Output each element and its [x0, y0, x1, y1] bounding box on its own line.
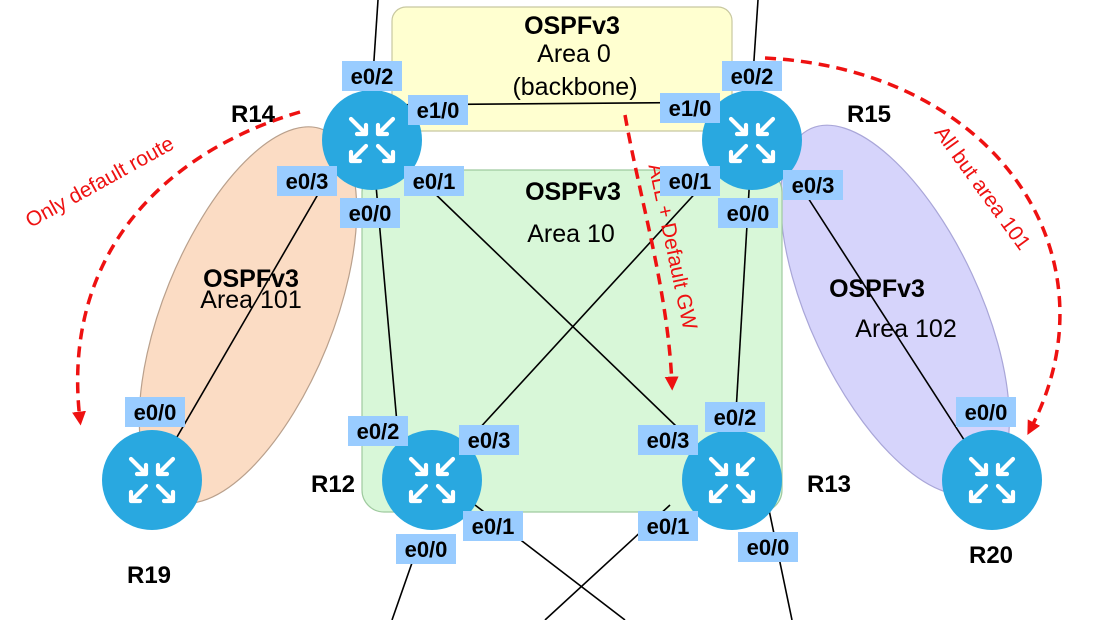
- router-r15[interactable]: [702, 90, 802, 190]
- arrow-only-default: [72, 110, 301, 426]
- svg-text:e0/1: e0/1: [669, 169, 712, 194]
- router-r14[interactable]: [322, 90, 422, 190]
- iface-r14-e02: e0/2: [342, 61, 402, 91]
- link-r14-r19: [151, 164, 336, 481]
- link-r13-bottom-b: [767, 504, 793, 621]
- svg-text:e0/3: e0/3: [792, 173, 835, 198]
- svg-text:e0/1: e0/1: [472, 514, 515, 539]
- arrow-all-but-101: [764, 56, 1062, 435]
- iface-r14-e00: e0/0: [340, 198, 400, 228]
- router-name-r19: R19: [127, 562, 171, 589]
- svg-text:e0/0: e0/0: [727, 201, 770, 226]
- iface-r20-e00: e0/0: [956, 397, 1016, 427]
- svg-text:e1/0: e1/0: [417, 98, 460, 123]
- svg-text:e0/2: e0/2: [357, 419, 400, 444]
- svg-text:e0/3: e0/3: [647, 428, 690, 453]
- routers: [102, 90, 1042, 530]
- iface-r15-e03: e0/3: [783, 170, 843, 200]
- area-101-protocol: OSPFv3: [203, 265, 299, 293]
- area-0-sub: (backbone): [512, 73, 637, 101]
- annotation-only-default: Only default route: [22, 132, 178, 232]
- iface-r13-e03: e0/3: [638, 425, 698, 455]
- iface-r12-e00: e0/0: [396, 534, 456, 564]
- iface-r15-e02: e0/2: [722, 61, 782, 91]
- router-r19[interactable]: [102, 430, 202, 530]
- svg-text:e0/0: e0/0: [134, 400, 177, 425]
- svg-text:e0/0: e0/0: [747, 535, 790, 560]
- arrow-all-default-gw: [623, 114, 679, 391]
- svg-text:e0/0: e0/0: [965, 400, 1008, 425]
- svg-text:e0/3: e0/3: [468, 428, 511, 453]
- area-102-name: Area 102: [855, 315, 956, 343]
- area-0-protocol: OSPFv3: [524, 12, 620, 40]
- router-name-r13: R13: [807, 471, 851, 498]
- svg-text:e0/0: e0/0: [405, 537, 448, 562]
- iface-r15-e10: e1/0: [660, 93, 720, 123]
- svg-text:e0/3: e0/3: [286, 169, 329, 194]
- iface-r14-e10: e1/0: [408, 95, 468, 125]
- iface-r13-e02: e0/2: [705, 402, 765, 432]
- iface-r13-e01: e0/1: [638, 511, 698, 541]
- iface-r12-e02: e0/2: [348, 416, 408, 446]
- area-labels: OSPFv3 Area 0 (backbone) OSPFv3 Area 10 …: [200, 12, 956, 343]
- svg-text:e0/1: e0/1: [413, 169, 456, 194]
- area-102-protocol: OSPFv3: [829, 275, 925, 303]
- area-101-name: Area 101: [200, 286, 301, 314]
- iface-r15-e00: e0/0: [718, 198, 778, 228]
- iface-r14-e03: e0/3: [277, 166, 337, 196]
- svg-text:e0/1: e0/1: [647, 514, 690, 539]
- annotation-arrows: [72, 56, 1062, 435]
- router-name-r20: R20: [969, 542, 1013, 569]
- router-name-r15: R15: [847, 101, 891, 128]
- iface-r14-e01: e0/1: [404, 166, 464, 196]
- router-name-r12: R12: [311, 471, 355, 498]
- iface-r12-e03: e0/3: [459, 425, 519, 455]
- router-r13[interactable]: [682, 430, 782, 530]
- router-names: R14 R15 R12 R13 R19 R20: [127, 101, 1013, 589]
- svg-text:e0/2: e0/2: [731, 64, 774, 89]
- area-10-protocol: OSPFv3: [525, 178, 621, 206]
- iface-r19-e00: e0/0: [125, 397, 185, 427]
- svg-text:e0/2: e0/2: [351, 64, 394, 89]
- iface-r12-e01: e0/1: [463, 511, 523, 541]
- area-10-name: Area 10: [527, 220, 615, 248]
- link-r15-r20: [789, 169, 991, 481]
- svg-text:e1/0: e1/0: [669, 96, 712, 121]
- router-name-r14: R14: [231, 101, 276, 128]
- router-r20[interactable]: [942, 430, 1042, 530]
- svg-text:e0/0: e0/0: [349, 201, 392, 226]
- iface-r13-e00: e0/0: [738, 532, 798, 562]
- area-0-name: Area 0: [537, 40, 611, 68]
- iface-r15-e01: e0/1: [660, 166, 720, 196]
- router-r12[interactable]: [382, 430, 482, 530]
- interface-labels: e0/2 e1/0 e0/3 e0/1 e0/0 e0/2 e1/0 e0/1 …: [125, 61, 1016, 564]
- svg-text:e0/2: e0/2: [714, 405, 757, 430]
